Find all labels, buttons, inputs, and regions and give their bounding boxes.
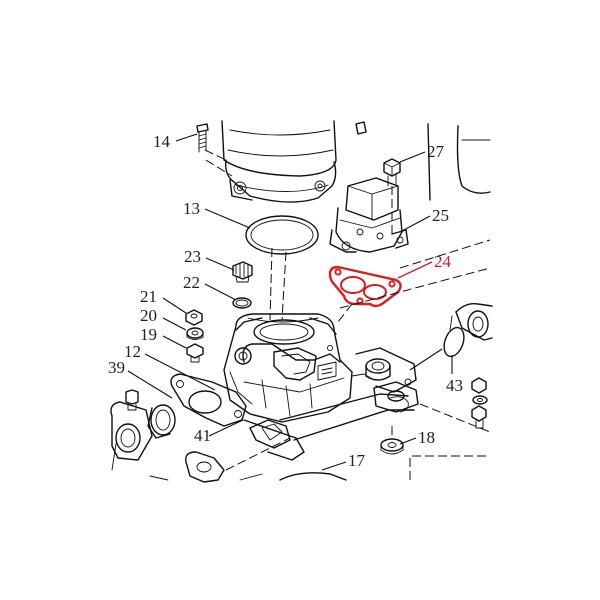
plate-41 [185, 437, 291, 483]
bolt-14 [196, 123, 209, 153]
callout-22[interactable]: 22 [183, 273, 200, 292]
callout-23[interactable]: 23 [184, 247, 201, 266]
callout-20[interactable]: 20 [140, 306, 157, 325]
valve-body-25 [329, 177, 409, 253]
washer-18 [380, 426, 404, 455]
o-ring-22 [232, 297, 252, 309]
o-ring-13 [245, 215, 319, 255]
port-boss [355, 347, 417, 393]
nut-21 [185, 309, 203, 326]
flange-12 [170, 373, 247, 427]
plug-23 [232, 261, 253, 283]
bottom-outline [149, 455, 490, 481]
right-nuts [419, 377, 491, 433]
right-bracket [339, 239, 493, 341]
fitting-39 [110, 389, 176, 471]
callout-labels: 14 27 13 25 23 24 22 21 20 19 12 39 43 4… [108, 132, 463, 470]
bolt-27 [383, 158, 401, 236]
callout-25[interactable]: 25 [432, 206, 449, 225]
right-flange [373, 378, 419, 413]
o-ring-43 [443, 326, 465, 358]
callout-39[interactable]: 39 [108, 358, 125, 377]
callout-13[interactable]: 13 [183, 199, 200, 218]
callout-41[interactable]: 41 [194, 426, 211, 445]
callout-24[interactable]: 24 [434, 252, 452, 271]
upper-housing [204, 120, 367, 203]
callout-19[interactable]: 19 [140, 325, 157, 344]
gasket-24[interactable] [328, 265, 402, 308]
bolt-19 [186, 343, 204, 363]
callout-43[interactable]: 43 [446, 376, 463, 395]
callout-27[interactable]: 27 [427, 142, 445, 161]
callout-17[interactable]: 17 [348, 451, 366, 470]
right-cylinder [427, 123, 491, 201]
callout-21[interactable]: 21 [140, 287, 157, 306]
pump-body [223, 247, 375, 423]
callout-18[interactable]: 18 [418, 428, 435, 447]
washer-20 [186, 327, 204, 340]
callout-12[interactable]: 12 [124, 342, 141, 361]
callout-14[interactable]: 14 [153, 132, 171, 151]
